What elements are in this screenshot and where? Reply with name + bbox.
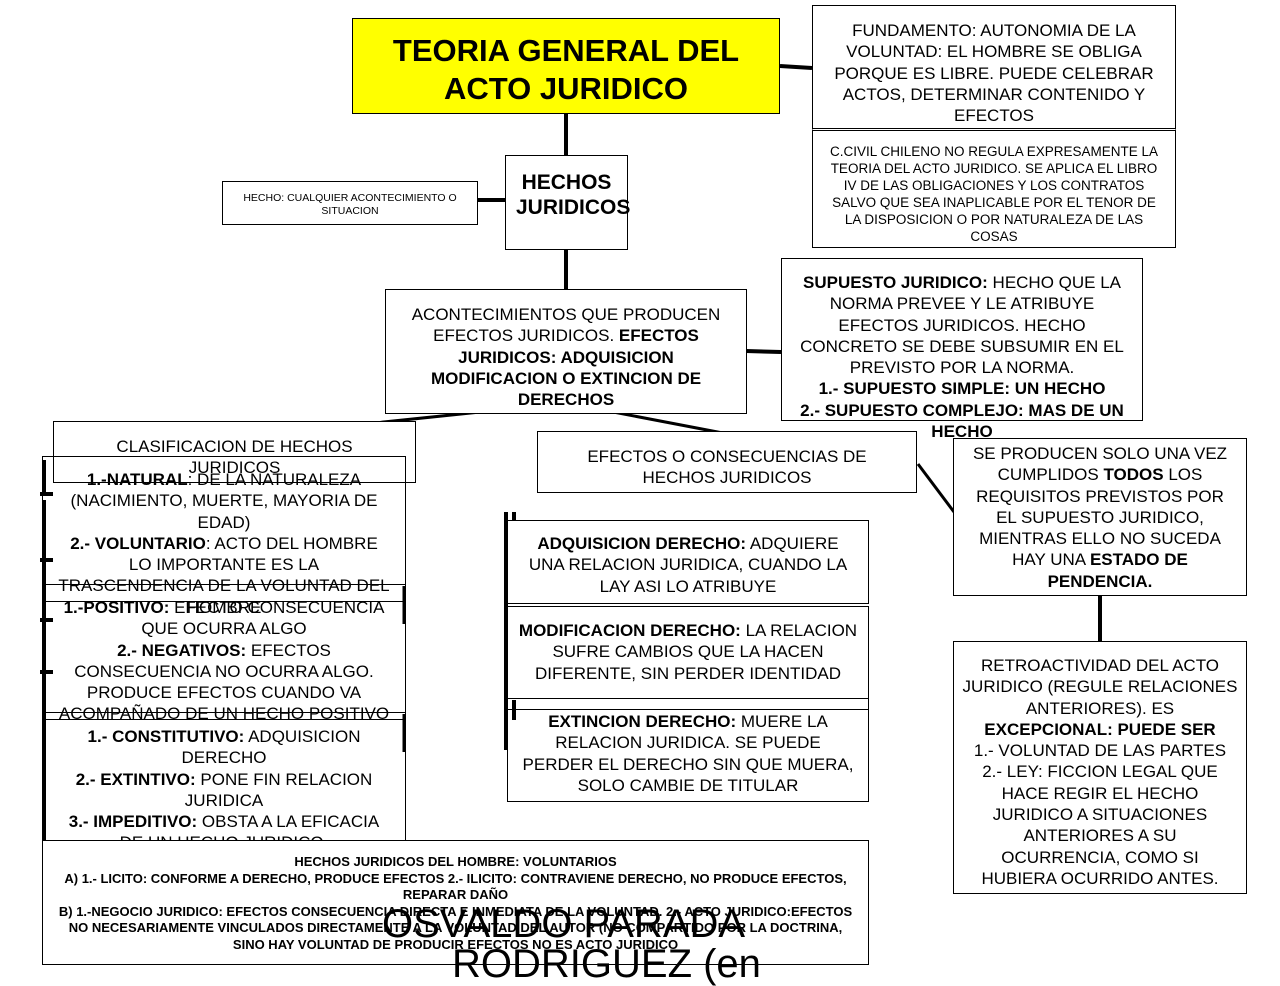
supuesto-simple: 1.- SUPUESTO SIMPLE: UN HECHO [818, 379, 1106, 399]
retroactividad-text: RETROACTIVIDAD DEL ACTO JURIDICO (REGULE… [962, 656, 1238, 718]
negativos-label: 2.- NEGATIVOS: [117, 640, 247, 660]
positivo-negativo-box: 1.-POSITIVO: EFECTO CONSECUENCIA QUE OCU… [42, 584, 406, 723]
title-line-1: TEORIA GENERAL DEL [392, 33, 740, 68]
voluntario-text: : ACTO DEL HOMBRE LO IMPORTANTE ES LA TR… [58, 533, 390, 617]
hecho-def-box: HECHO: CUALQUIER ACONTECIMIENTO O SITUAC… [222, 181, 478, 225]
clasificacion-text: CLASIFICACION DE HECHOS JURIDICOS [116, 437, 353, 478]
connector-efectos-pendencia [916, 463, 956, 513]
pendencia-bold-1: TODOS [1103, 465, 1164, 485]
positivo-label: 1.-POSITIVO: [63, 598, 170, 617]
positivo-text: EFECTO CONSECUENCIA QUE OCURRA ALGO [141, 598, 385, 639]
pendencia-box: SE PRODUCEN SOLO UNA VEZ CUMPLIDOS TODOS… [953, 438, 1247, 596]
voluntario-label: 2.- VOLUNTARIO [70, 533, 206, 553]
extincion-label: EXTINCION DERECHO: [548, 712, 737, 731]
voluntarios-b: B) 1.-NEGOCIO JURIDICO: EFECTOS CONSECUE… [58, 903, 853, 952]
efectos-header-text: EFECTOS O CONSECUENCIAS DE HECHOS JURIDI… [587, 447, 867, 488]
modificacion-text: LA RELACION SUFRE CAMBIOS QUE LA HACEN D… [534, 621, 858, 683]
acontecimientos-box: ACONTECIMIENTOS QUE PRODUCEN EFECTOS JUR… [385, 289, 747, 414]
extintivo-label: 2.- EXTINTIVO: [75, 769, 196, 789]
extincion-box: EXTINCION DERECHO: MUERE LA RELACION JUR… [507, 698, 869, 802]
supuesto-complejo: 2.- SUPUESTO COMPLEJO: MAS DE UN HECHO [800, 400, 1124, 442]
natural-label: 1.-NATURAL [86, 470, 188, 489]
supuesto-title: SUPUESTO JURIDICO: [802, 273, 988, 292]
voluntarios-a: A) 1.- LICITO: CONFORME A DERECHO, PRODU… [64, 870, 847, 903]
bracket-left-ticks [40, 492, 53, 674]
pendencia-text-1: SE PRODUCEN SOLO UNA VEZ CUMPLIDOS [972, 444, 1228, 485]
hechos-juridicos-box: HECHOS JURIDICOS [505, 155, 631, 250]
constitutivo-label: 1.- CONSTITUTIVO: [87, 727, 245, 746]
retroactividad-bold: EXCEPCIONAL: PUEDE SER [984, 719, 1216, 739]
codigo-civil-text: C.CIVIL CHILENO NO REGULA EXPRESAMENTE L… [829, 144, 1159, 244]
efectos-header-box: EFECTOS O CONSECUENCIAS DE HECHOS JURIDI… [537, 431, 917, 493]
connector-acont-supuesto [745, 349, 782, 354]
extincion-text: MUERE LA RELACION JURIDICA. SE PUEDE PER… [522, 712, 854, 795]
adquisicion-box: ADQUISICION DERECHO: ADQUIERE UNA RELACI… [507, 520, 869, 604]
negativos-text: EFECTOS CONSECUENCIA NO OCURRA ALGO. PRO… [58, 640, 390, 724]
voluntarios-box: HECHOS JURIDICOS DEL HOMBRE: VOLUNTARIOS… [42, 840, 869, 965]
voluntarios-title: HECHOS JURIDICOS DEL HOMBRE: VOLUNTARIOS [294, 854, 617, 869]
impeditivo-label: 3.- IMPEDITIVO: [68, 812, 198, 832]
natural-voluntario-box: 1.-NATURAL: DE LA NATURALEZA (NACIMIENTO… [42, 456, 406, 617]
natural-text: : DE LA NATURALEZA (NACIMIENTO, MUERTE, … [70, 470, 378, 532]
adquisicion-label: ADQUISICION DERECHO: [537, 534, 747, 553]
adquisicion-text: ADQUIERE UNA RELACION JURIDICA, CUANDO L… [528, 534, 848, 596]
title-line-2: ACTO JURIDICO [443, 71, 688, 106]
title-box: TEORIA GENERAL DEL ACTO JURIDICO [352, 18, 780, 114]
pendencia-bold-2: ESTADO DE PENDENCIA. [1047, 550, 1188, 591]
modificacion-label: MODIFICACION DERECHO: [518, 621, 741, 640]
acontecimientos-text: ACONTECIMIENTOS QUE PRODUCEN EFECTOS JUR… [411, 305, 721, 346]
supuesto-box: SUPUESTO JURIDICO: HECHO QUE LA NORMA PR… [781, 258, 1143, 441]
constitutivo-box: 1.- CONSTITUTIVO: ADQUISICION DERECHO 2.… [42, 712, 406, 854]
acontecimientos-bold: EFECTOS JURIDICOS: ADQUISICION MODIFICAC… [430, 326, 702, 410]
watermark-line-1: OSVALDO PARADA [382, 902, 746, 946]
modificacion-box: MODIFICACION DERECHO: LA RELACION SUFRE … [507, 606, 869, 710]
retroactividad-line-2: 1.- VOLUNTAD DE LAS PARTES [973, 741, 1227, 761]
codigo-civil-box: C.CIVIL CHILENO NO REGULA EXPRESAMENTE L… [812, 128, 1176, 248]
extintivo-text: PONE FIN RELACION JURIDICA [184, 769, 373, 810]
clasificacion-box: CLASIFICACION DE HECHOS JURIDICOS [53, 421, 416, 483]
fundamento-text: FUNDAMENTO: AUTONOMIA DE LA VOLUNTAD: EL… [834, 21, 1154, 126]
watermark-line-2: RODRIGUEZ (en [452, 942, 761, 986]
hecho-def-text: HECHO: CUALQUIER ACONTECIMIENTO O SITUAC… [243, 192, 457, 217]
retroactividad-box: RETROACTIVIDAD DEL ACTO JURIDICO (REGULE… [953, 641, 1247, 894]
hechos-juridicos-text: HECHOS JURIDICOS [516, 171, 631, 219]
fundamento-box: FUNDAMENTO: AUTONOMIA DE LA VOLUNTAD: EL… [812, 5, 1176, 129]
retroactividad-line-3: 2.- LEY: FICCION LEGAL QUE HACE REGIR EL… [981, 762, 1219, 888]
connector-title-fundamento [779, 64, 813, 70]
constitutivo-text: ADQUISICION DERECHO [181, 727, 361, 768]
supuesto-text: HECHO QUE LA NORMA PREVEE Y LE ATRIBUYE … [800, 273, 1124, 378]
pendencia-text-2: LOS REQUISITOS PREVISTOS POR EL SUPUESTO… [976, 465, 1224, 570]
